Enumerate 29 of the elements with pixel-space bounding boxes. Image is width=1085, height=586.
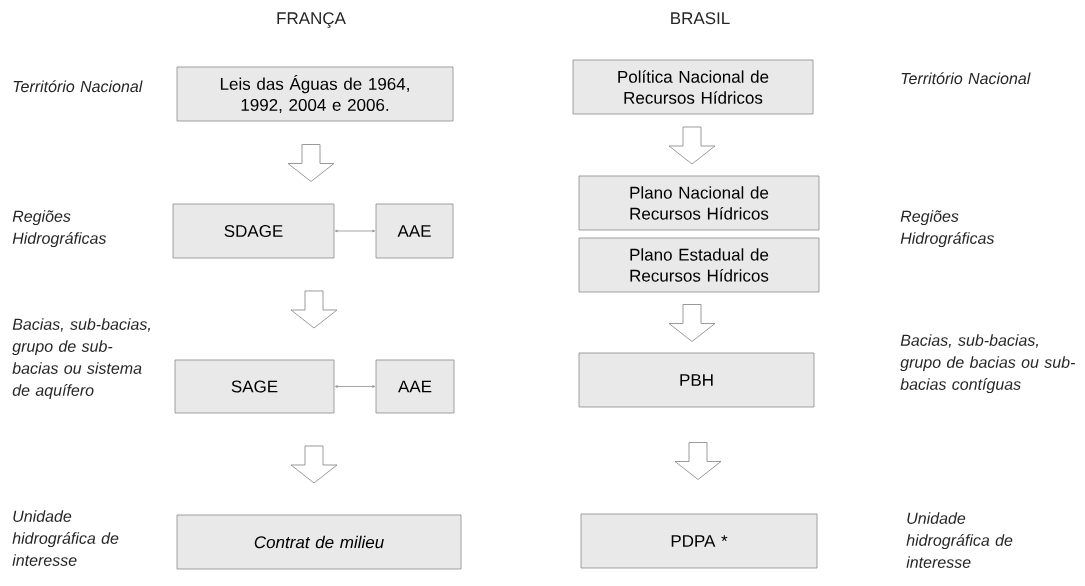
column-heading: BRASIL [671,12,730,25]
process-box: PBH [578,352,815,408]
process-box: Plano Estadual de Recursos Hídricos [578,237,820,293]
level-label: Regiões Hidrográficas [900,210,995,248]
double-arrow [334,229,376,233]
process-box: SAGE [174,359,335,414]
block-arrow [287,144,335,182]
block-arrow [290,445,338,484]
block-arrow [668,304,716,342]
level-label: Unidade hidrográfica de interesse [906,512,1013,568]
process-box: PDPA * [580,513,818,569]
process-box: Plano Nacional de Recursos Hídricos [578,175,820,231]
block-arrow [674,442,722,480]
process-box: Leis das Águas de 1964, 1992, 2004 e 2006. [176,66,454,122]
level-label: Bacias, sub-bacias, grupo de sub-bacias ou sistema de aquífero [12,318,150,400]
process-box: AAE [375,359,455,414]
level-label: Território Nacional [13,80,143,93]
process-box: Contrat de milieu [176,514,462,570]
block-arrow [290,290,338,329]
level-label: Regiões Hidrográficas [12,210,107,248]
block-arrow [668,126,716,165]
double-arrow [334,385,376,388]
process-box: AAE [375,203,454,259]
level-label: Unidade hidrográfica de interesse [12,510,119,566]
process-box: SDAGE [172,203,335,259]
level-label: Território Nacional [901,72,1031,85]
level-label: Bacias, sub-bacias, grupo de bacias ou sub-bacias contíguas [900,334,1075,394]
column-heading: FRANÇA [277,12,346,28]
process-box: Política Nacional de Recursos Hídricos [572,59,814,115]
